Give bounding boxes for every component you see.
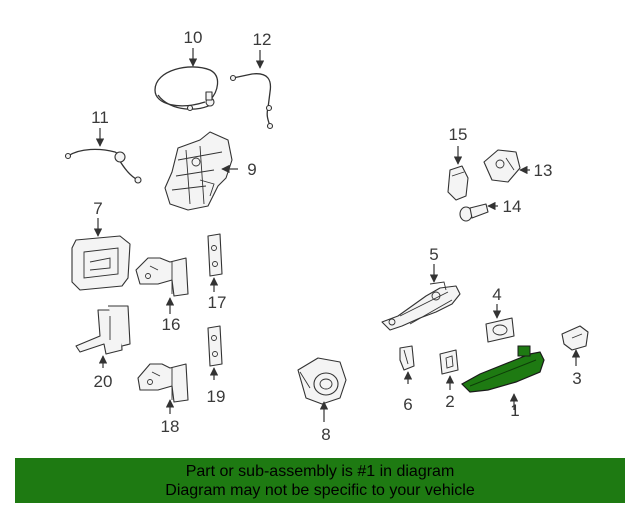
callout-18: 18 bbox=[161, 417, 180, 436]
callout-16: 16 bbox=[162, 315, 181, 334]
part-14-bolt[interactable] bbox=[459, 203, 489, 222]
callout-7: 7 bbox=[93, 199, 102, 218]
callout-13: 13 bbox=[534, 161, 553, 180]
part-1-outside-handle[interactable] bbox=[461, 345, 545, 393]
callout-12: 12 bbox=[253, 30, 272, 49]
part-6-cover[interactable] bbox=[399, 345, 415, 371]
callout-14: 14 bbox=[503, 197, 522, 216]
callout-17: 17 bbox=[208, 293, 227, 312]
part-4-gasket[interactable] bbox=[485, 317, 515, 343]
part-15-bumper[interactable] bbox=[447, 165, 469, 201]
part-17-striker[interactable] bbox=[207, 233, 223, 277]
part-19-striker[interactable] bbox=[207, 325, 223, 367]
part-8-lock-cylinder[interactable] bbox=[297, 357, 347, 405]
part-5-handle-frame[interactable] bbox=[381, 281, 461, 331]
callout-8: 8 bbox=[321, 425, 330, 444]
callout-6: 6 bbox=[403, 395, 412, 414]
callout-15: 15 bbox=[449, 125, 468, 144]
banner-line-1: Part or sub-assembly is #1 in diagram bbox=[185, 462, 455, 480]
part-20-check-strap[interactable] bbox=[75, 305, 131, 355]
info-banner: Part or sub-assembly is #1 in diagram Di… bbox=[15, 458, 625, 503]
part-12-rod[interactable] bbox=[229, 73, 274, 130]
callout-10: 10 bbox=[184, 28, 203, 47]
callout-2: 2 bbox=[445, 392, 454, 411]
callout-20: 20 bbox=[94, 372, 113, 391]
part-11-cable[interactable] bbox=[64, 148, 142, 184]
callout-1: 1 bbox=[510, 401, 519, 420]
callout-3: 3 bbox=[572, 369, 581, 388]
callout-19: 19 bbox=[207, 387, 226, 406]
callout-9: 9 bbox=[247, 160, 256, 179]
callout-11: 11 bbox=[91, 108, 109, 127]
parts-diagram: 10 12 11 9 7 16 bbox=[64, 28, 589, 444]
callout-4: 4 bbox=[492, 285, 501, 304]
banner-line-2: Diagram may not be specific to your vehi… bbox=[165, 481, 475, 499]
part-18-hinge[interactable] bbox=[137, 363, 189, 403]
part-10-cable[interactable] bbox=[154, 66, 219, 112]
part-13-striker[interactable] bbox=[483, 149, 521, 183]
part-16-hinge[interactable] bbox=[135, 257, 189, 297]
callout-5: 5 bbox=[429, 245, 438, 264]
part-3-end-cap[interactable] bbox=[561, 325, 589, 351]
part-7-inside-handle[interactable] bbox=[71, 235, 131, 291]
part-2-gasket[interactable] bbox=[439, 349, 459, 375]
part-9-door-latch[interactable] bbox=[164, 131, 233, 211]
